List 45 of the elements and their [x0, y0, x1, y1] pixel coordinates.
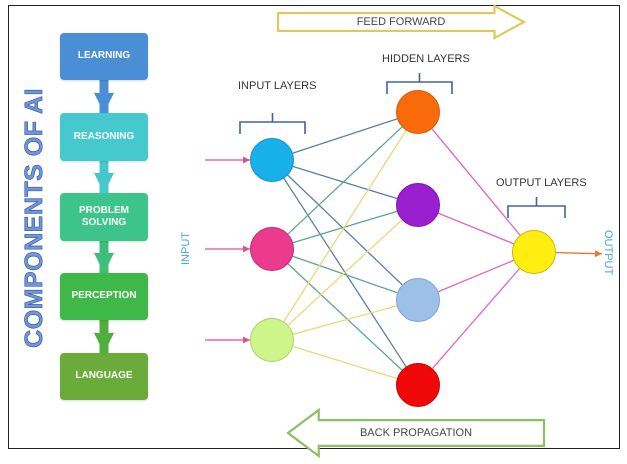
title: COMPONENTS OF AI: [20, 88, 49, 348]
layer-label: OUTPUT LAYERS: [496, 177, 587, 189]
arrow: [205, 246, 250, 252]
neuron-circle: [250, 318, 294, 362]
connector-line: [292, 256, 398, 294]
block-arrow: [94, 80, 114, 113]
connector-line: [288, 126, 402, 234]
connector-line: [292, 118, 398, 154]
connector-line: [438, 260, 514, 292]
arrow-label: BACK PROPAGATION: [360, 427, 472, 439]
connector-line: [288, 264, 402, 370]
neuron-circle: [250, 227, 294, 271]
connector-line: [288, 219, 402, 326]
connector-line: [292, 166, 398, 200]
neuron-circle: [396, 278, 440, 322]
neuron-circle: [396, 363, 440, 407]
process-box: LEARNING: [60, 33, 148, 80]
layer-label: HIDDEN LAYERS: [382, 53, 470, 65]
process-box: REASONING: [60, 113, 148, 161]
neuron-circle: [396, 90, 440, 134]
connector-line: [292, 346, 398, 380]
arrow: [205, 336, 250, 344]
output-label: OUTPUT: [602, 230, 614, 276]
connector-line: [432, 128, 520, 236]
arrow-label: FEED FORWARD: [356, 16, 446, 28]
neuron-circle: [512, 230, 556, 274]
connector-line: [283, 130, 407, 322]
connector-line: [283, 178, 407, 367]
block-arrow: [94, 320, 114, 353]
connector-line: [438, 212, 514, 244]
layer-label: INPUT: [180, 232, 192, 265]
process-box: PROBLEM SOLVING: [60, 193, 148, 241]
block-arrow: [94, 161, 114, 193]
process-box: PERCEPTION: [60, 273, 148, 320]
connector-line: [287, 174, 403, 286]
arrow: [205, 156, 250, 164]
connector-line: [292, 210, 398, 244]
connector-line: [432, 268, 520, 369]
neuron-circle: [396, 183, 440, 227]
process-box: LANGUAGE: [60, 353, 148, 400]
block-arrow: [94, 241, 114, 273]
neuron-circle: [250, 138, 294, 182]
arrow: [556, 250, 602, 258]
layer-label: INPUT LAYERS: [238, 80, 316, 92]
connector-line: [293, 305, 397, 335]
